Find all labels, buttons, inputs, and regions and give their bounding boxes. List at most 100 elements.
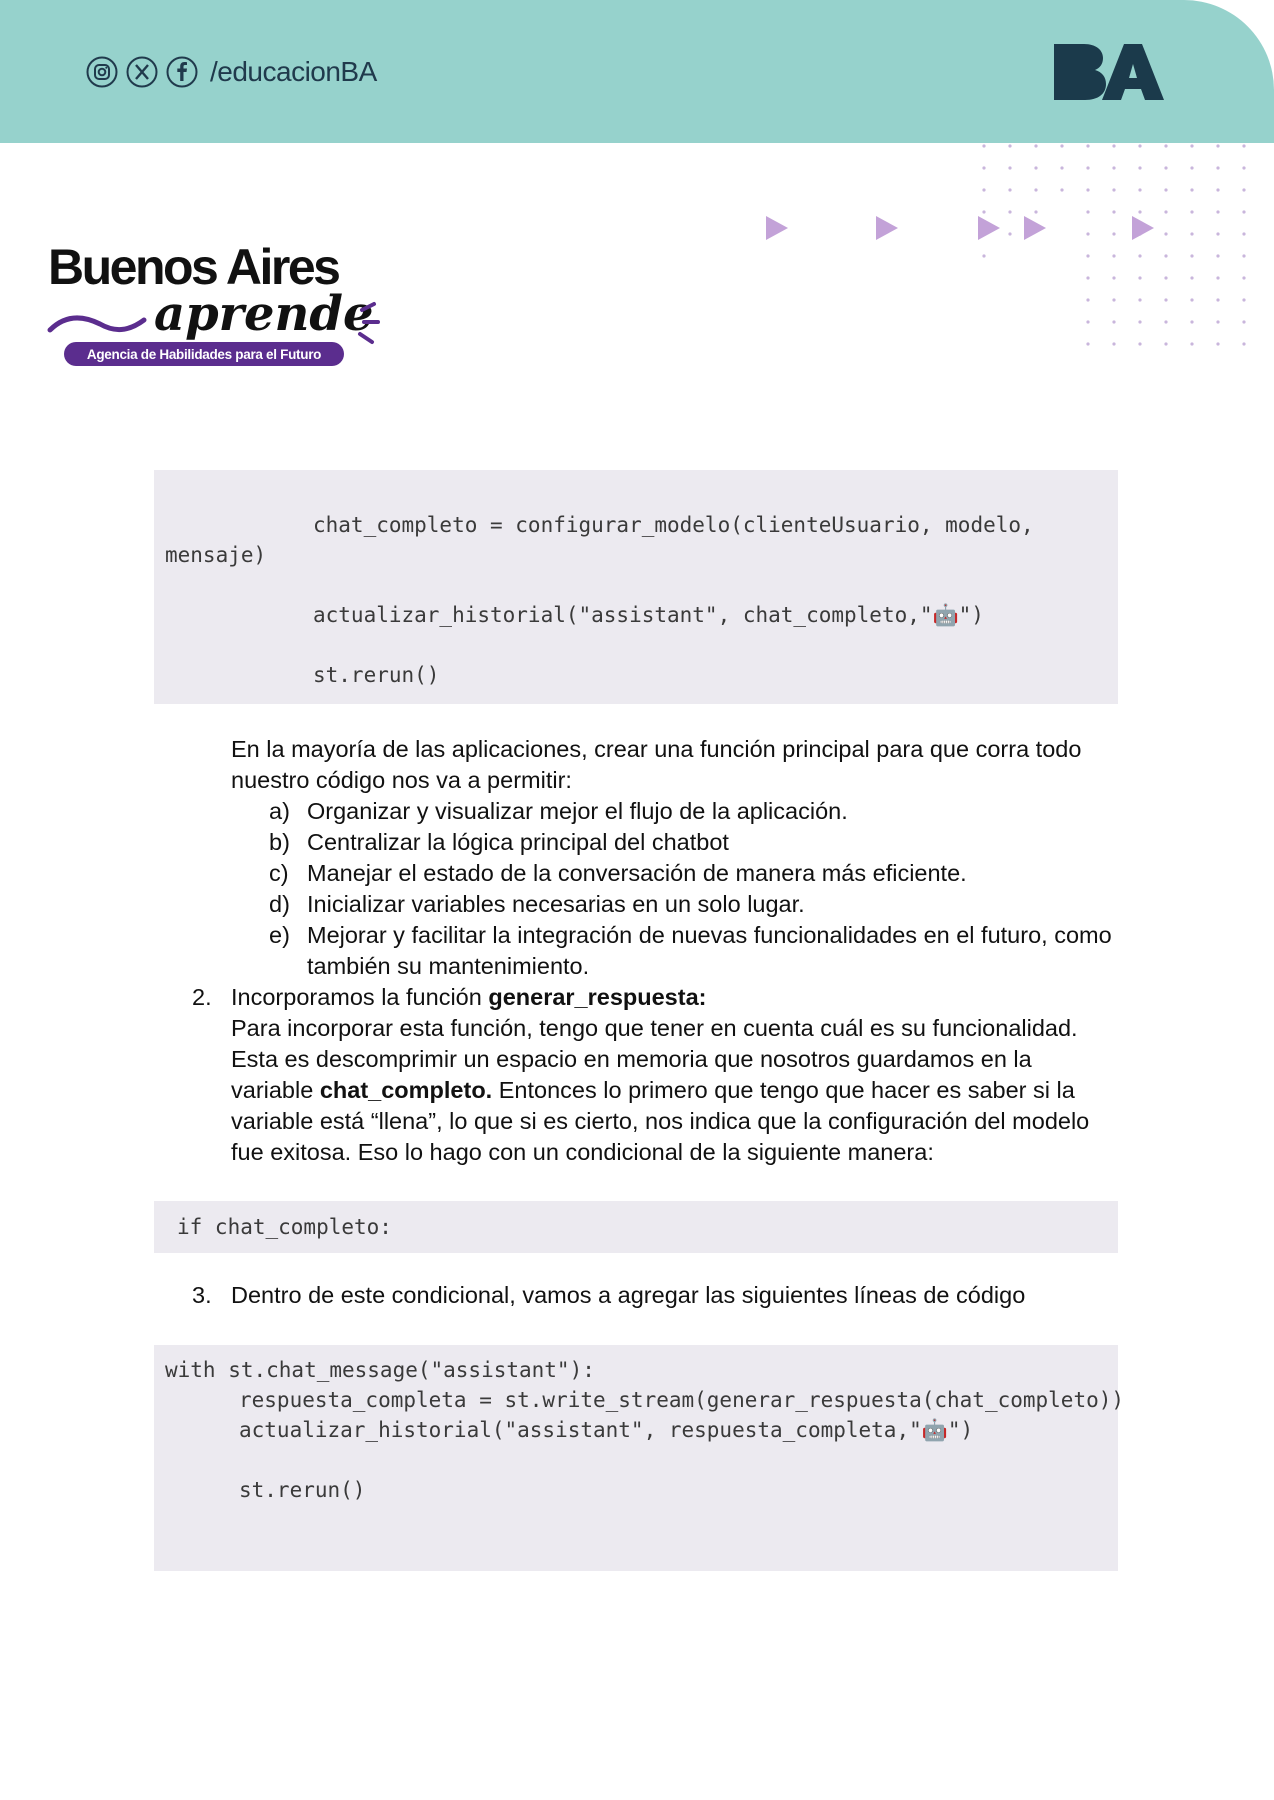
decorative-dot	[1164, 232, 1168, 236]
code-line: respuesta_completa = st.write_stream(gen…	[239, 1388, 1125, 1412]
decorative-dot	[1216, 276, 1220, 280]
list-item: Inicializar variables necesarias en un s…	[307, 891, 805, 917]
x-icon[interactable]	[126, 56, 158, 88]
list-marker: a)	[269, 798, 290, 824]
decorative-dot	[1164, 298, 1168, 302]
decorative-dot	[1242, 276, 1246, 280]
code-line: chat_completo = configurar_modelo(client…	[313, 513, 1034, 537]
step2-text: fue exitosa. Eso lo hago con un condicio…	[231, 1139, 934, 1165]
decorative-dot	[1164, 254, 1168, 258]
decorative-dot	[1086, 342, 1090, 346]
decorative-dot	[1164, 342, 1168, 346]
decorative-dot	[1112, 342, 1116, 346]
decorative-dot	[1034, 144, 1038, 148]
code-line: actualizar_historial("assistant", respue…	[239, 1418, 974, 1442]
decorative-dot	[1242, 188, 1246, 192]
step2-text-part: variable	[231, 1077, 320, 1103]
decorative-dot	[1190, 144, 1194, 148]
decorative-dot	[1164, 210, 1168, 214]
list-marker: d)	[269, 891, 290, 917]
decorative-dot	[1060, 144, 1064, 148]
step2-text: Esta es descomprimir un espacio en memor…	[231, 1046, 1032, 1072]
decorative-dot	[1112, 144, 1116, 148]
decorative-dot	[1060, 166, 1064, 170]
decorative-dot	[1138, 254, 1142, 258]
variable-name: chat_completo.	[319, 1077, 493, 1103]
decorative-dot	[1112, 298, 1116, 302]
brand-line2: aprende	[154, 286, 374, 342]
decorative-dot	[982, 254, 986, 258]
decorative-dot	[1216, 342, 1220, 346]
decorative-dot	[1112, 188, 1116, 192]
decorative-dot	[1216, 254, 1220, 258]
brand-line1: Buenos Aires	[48, 239, 339, 295]
decorative-dot	[1164, 276, 1168, 280]
step2-title: Incorporamos la función generar_respuest…	[231, 982, 706, 1013]
decorative-dot	[1242, 232, 1246, 236]
decorative-dot	[1138, 144, 1142, 148]
decorative-dot	[1034, 210, 1038, 214]
list-item: Mejorar y facilitar la integración de nu…	[307, 922, 1112, 948]
decorative-dot	[1190, 188, 1194, 192]
decorative-dot	[1138, 342, 1142, 346]
decorative-dot	[1164, 144, 1168, 148]
decorative-dot	[1086, 210, 1090, 214]
decorative-dot	[1008, 144, 1012, 148]
code-block-2: if chat_completo:	[154, 1201, 1118, 1253]
decorative-dot	[982, 188, 986, 192]
decorative-dot	[1112, 210, 1116, 214]
decorative-dot	[1190, 166, 1194, 170]
step-number: 2.	[192, 984, 212, 1010]
list-item: Centralizar la lógica principal del chat…	[307, 829, 729, 855]
decorative-dot	[1242, 342, 1246, 346]
decorative-dot	[1190, 276, 1194, 280]
code-line: if chat_completo:	[177, 1215, 392, 1239]
decorative-dot	[1242, 254, 1246, 258]
decorative-dot	[1216, 144, 1220, 148]
decorative-dot	[1164, 320, 1168, 324]
list-item: también su mantenimiento.	[307, 953, 590, 979]
decorative-dot	[1242, 320, 1246, 324]
code-line: with st.chat_message("assistant"):	[165, 1358, 595, 1382]
decorative-dot	[1008, 210, 1012, 214]
decorative-dot	[982, 144, 986, 148]
step2-text-part: Entonces lo primero que tengo que hacer …	[492, 1077, 1075, 1103]
list-marker: b)	[269, 829, 290, 855]
intro-text: En la mayoría de las aplicaciones, crear…	[231, 736, 1082, 762]
social-handle[interactable]: /educacionBA	[210, 56, 377, 87]
decorative-dot	[1112, 166, 1116, 170]
decorative-dot	[1190, 342, 1194, 346]
step2-text: variable chat_completo. Entonces lo prim…	[231, 1075, 1075, 1106]
code-line: mensaje)	[165, 543, 267, 567]
decorative-dot	[1086, 144, 1090, 148]
decorative-dot	[1112, 232, 1116, 236]
decorative-dot	[982, 210, 986, 214]
decorative-dot	[1008, 188, 1012, 192]
facebook-icon[interactable]	[166, 56, 198, 88]
step2-title-text: Incorporamos la función	[231, 984, 489, 1010]
decorative-dot	[1242, 210, 1246, 214]
brand-tagline: Agencia de Habilidades para el Futuro	[87, 347, 321, 362]
decorative-dot	[1112, 254, 1116, 258]
code-line: st.rerun()	[239, 1478, 366, 1502]
instagram-icon[interactable]	[86, 56, 118, 88]
decorative-dot	[1164, 188, 1168, 192]
function-name: generar_respuesta:	[488, 984, 707, 1010]
decorative-dot	[1112, 276, 1116, 280]
decorative-dot	[1216, 210, 1220, 214]
ba-logo	[1054, 44, 1164, 100]
decorative-dot	[1242, 144, 1246, 148]
decorative-dot	[1138, 320, 1142, 324]
decorative-dot	[1242, 166, 1246, 170]
decorative-dot	[1138, 276, 1142, 280]
decorative-dot	[1034, 166, 1038, 170]
decorative-dot	[982, 166, 986, 170]
decorative-dot	[1216, 166, 1220, 170]
step2-text: Para incorporar esta función, tengo que …	[231, 1015, 1078, 1041]
decorative-dot	[1138, 188, 1142, 192]
decorative-dot	[1190, 298, 1194, 302]
list-item: Manejar el estado de la conversación de …	[307, 860, 967, 886]
decorative-dot	[1086, 298, 1090, 302]
decorative-arrows	[766, 216, 1154, 240]
decorative-dot	[1086, 166, 1090, 170]
